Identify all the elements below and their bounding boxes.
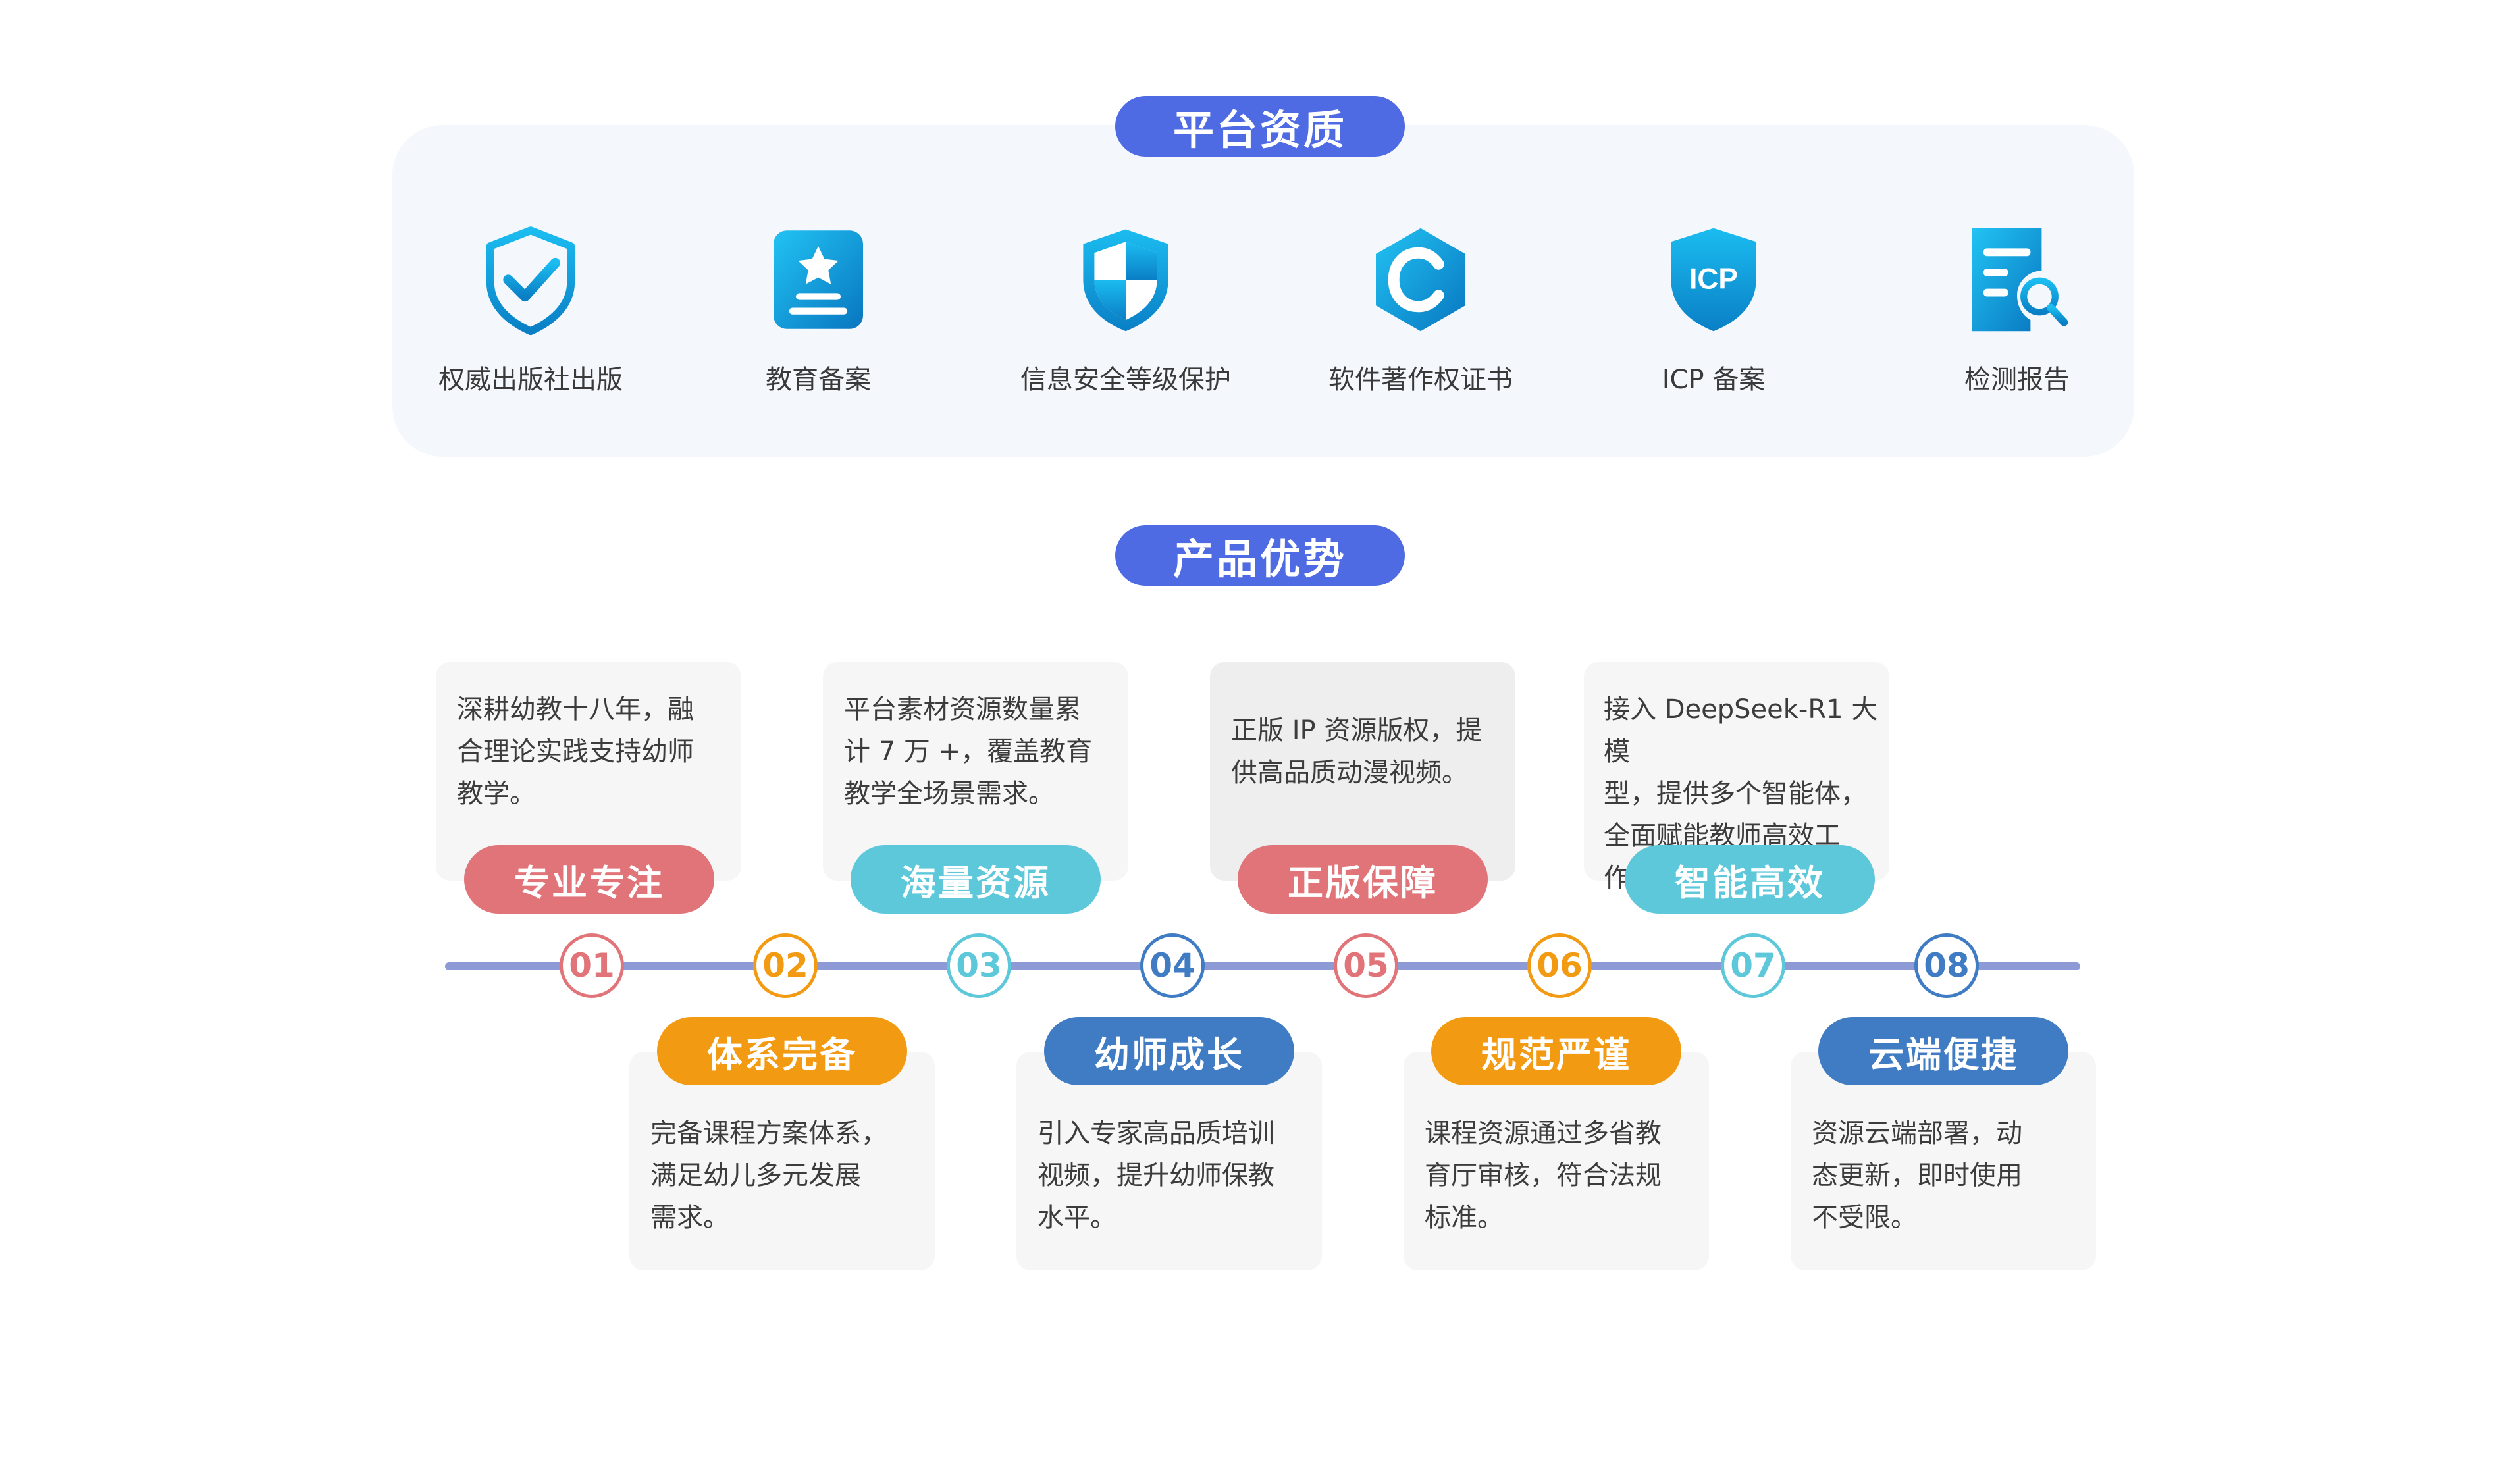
qualification-label: 信息安全等级保护 (1020, 365, 1231, 395)
qualification-label: ICP 备案 (1662, 365, 1766, 395)
security-shield-icon (1083, 229, 1168, 332)
copyright-hexagon-icon (1376, 228, 1465, 332)
qualification-label: 权威出版社出版 (438, 365, 623, 395)
advantage-card-03: 平台素材资源数量累 计 7 万 +，覆盖教育 教学全场景需求。 (823, 662, 1128, 881)
advantage-title-07: 智能高效 (1625, 845, 1875, 914)
qualifications-title: 平台资质 (1115, 96, 1405, 157)
qualification-item-publisher: 权威出版社出版 (392, 224, 669, 396)
advantage-desc-line: 不受限。 (1812, 1203, 1917, 1233)
advantage-title-08: 云端便捷 (1818, 1017, 2068, 1085)
advantage-title-03: 海量资源 (851, 845, 1101, 914)
advantage-desc-line: 完备课程方案体系， (650, 1118, 887, 1149)
advantage-desc-line: 标准。 (1425, 1203, 1504, 1233)
qualification-item-security-level: 信息安全等级保护 (987, 224, 1264, 396)
advantage-desc-line: 态更新，即时使用 (1812, 1160, 2022, 1191)
timeline-line (445, 962, 2080, 970)
advantage-desc-line: 引入专家高品质培训 (1037, 1118, 1274, 1149)
advantage-desc-line: 教学。 (457, 779, 536, 809)
step-number-03: 03 (947, 933, 1011, 998)
report-search-icon (1972, 228, 2068, 332)
advantage-desc-line: 接入 DeepSeek-R1 大模 (1604, 694, 1878, 767)
step-number-04: 04 (1140, 933, 1205, 998)
advantage-card-01: 深耕幼教十八年，融 合理论实践支持幼师 教学。 (436, 662, 741, 881)
qualifications-panel: 权威出版社出版 教育备案 信息安全等级保护 软件著作权证书 (392, 125, 2134, 457)
advantage-desc-line: 型，提供多个智能体， (1604, 779, 1867, 809)
advantage-desc-line: 计 7 万 +，覆盖教育 (844, 737, 1093, 767)
qualification-item-test-report: 检测报告 (1879, 224, 2155, 396)
qualification-label: 教育备案 (766, 365, 871, 395)
award-badge-icon (774, 230, 863, 329)
advantage-card-02: 完备课程方案体系， 满足幼儿多元发展 需求。 (629, 1052, 935, 1270)
step-number-06: 06 (1527, 933, 1592, 998)
step-number-07: 07 (1721, 933, 1785, 998)
advantage-desc-line: 供高品质动漫视频。 (1231, 758, 1468, 788)
advantage-desc-line: 资源云端部署，动 (1812, 1118, 2022, 1149)
qualification-item-icp: ICP ICP 备案 (1575, 224, 1852, 396)
qualification-label: 检测报告 (1964, 365, 2070, 395)
advantage-desc-line: 合理论实践支持幼师 (457, 737, 694, 767)
advantage-desc-line: 育厅审核，符合法规 (1425, 1160, 1662, 1191)
advantage-title-05: 正版保障 (1238, 845, 1488, 914)
advantage-title-01: 专业专注 (464, 845, 714, 914)
step-number-08: 08 (1914, 933, 1979, 998)
advantage-card-04: 引入专家高品质培训 视频，提升幼师保教 水平。 (1016, 1052, 1322, 1270)
step-number-05: 05 (1334, 933, 1398, 998)
advantage-card-05: 正版 IP 资源版权，提 供高品质动漫视频。 (1210, 662, 1515, 881)
step-number-02: 02 (753, 933, 818, 998)
advantage-title-06: 规范严谨 (1431, 1017, 1681, 1085)
qualification-item-copyright: 软件著作权证书 (1282, 224, 1559, 396)
qualification-item-education-filing: 教育备案 (680, 224, 957, 396)
advantage-desc-line: 深耕幼教十八年，融 (457, 694, 694, 725)
advantage-card-08: 资源云端部署，动 态更新，即时使用 不受限。 (1791, 1052, 2096, 1270)
advantage-desc-line: 需求。 (650, 1203, 729, 1233)
advantage-desc-line: 视频，提升幼师保教 (1037, 1160, 1274, 1191)
advantage-desc-line: 课程资源通过多省教 (1425, 1118, 1662, 1149)
advantage-desc-line: 教学全场景需求。 (844, 779, 1055, 809)
advantage-desc-line: 满足幼儿多元发展 (650, 1160, 861, 1191)
qualification-label: 软件著作权证书 (1328, 365, 1513, 395)
advantages-title: 产品优势 (1115, 525, 1405, 586)
advantage-title-04: 幼师成长 (1044, 1017, 1294, 1085)
step-number-01: 01 (560, 933, 624, 998)
shield-check-icon (486, 226, 575, 336)
advantage-card-07: 接入 DeepSeek-R1 大模 型，提供多个智能体， 全面赋能教师高效工作。 (1584, 662, 1889, 893)
advantage-desc-line: 平台素材资源数量累 (844, 694, 1081, 725)
advantage-desc-line: 水平。 (1037, 1203, 1116, 1233)
advantage-title-02: 体系完备 (657, 1017, 907, 1085)
icp-shield-icon: ICP (1671, 228, 1756, 332)
icp-icon-text: ICP (1689, 263, 1738, 296)
advantage-desc-line: 正版 IP 资源版权，提 (1231, 715, 1483, 746)
advantage-card-06: 课程资源通过多省教 育厅审核，符合法规 标准。 (1404, 1052, 1709, 1270)
